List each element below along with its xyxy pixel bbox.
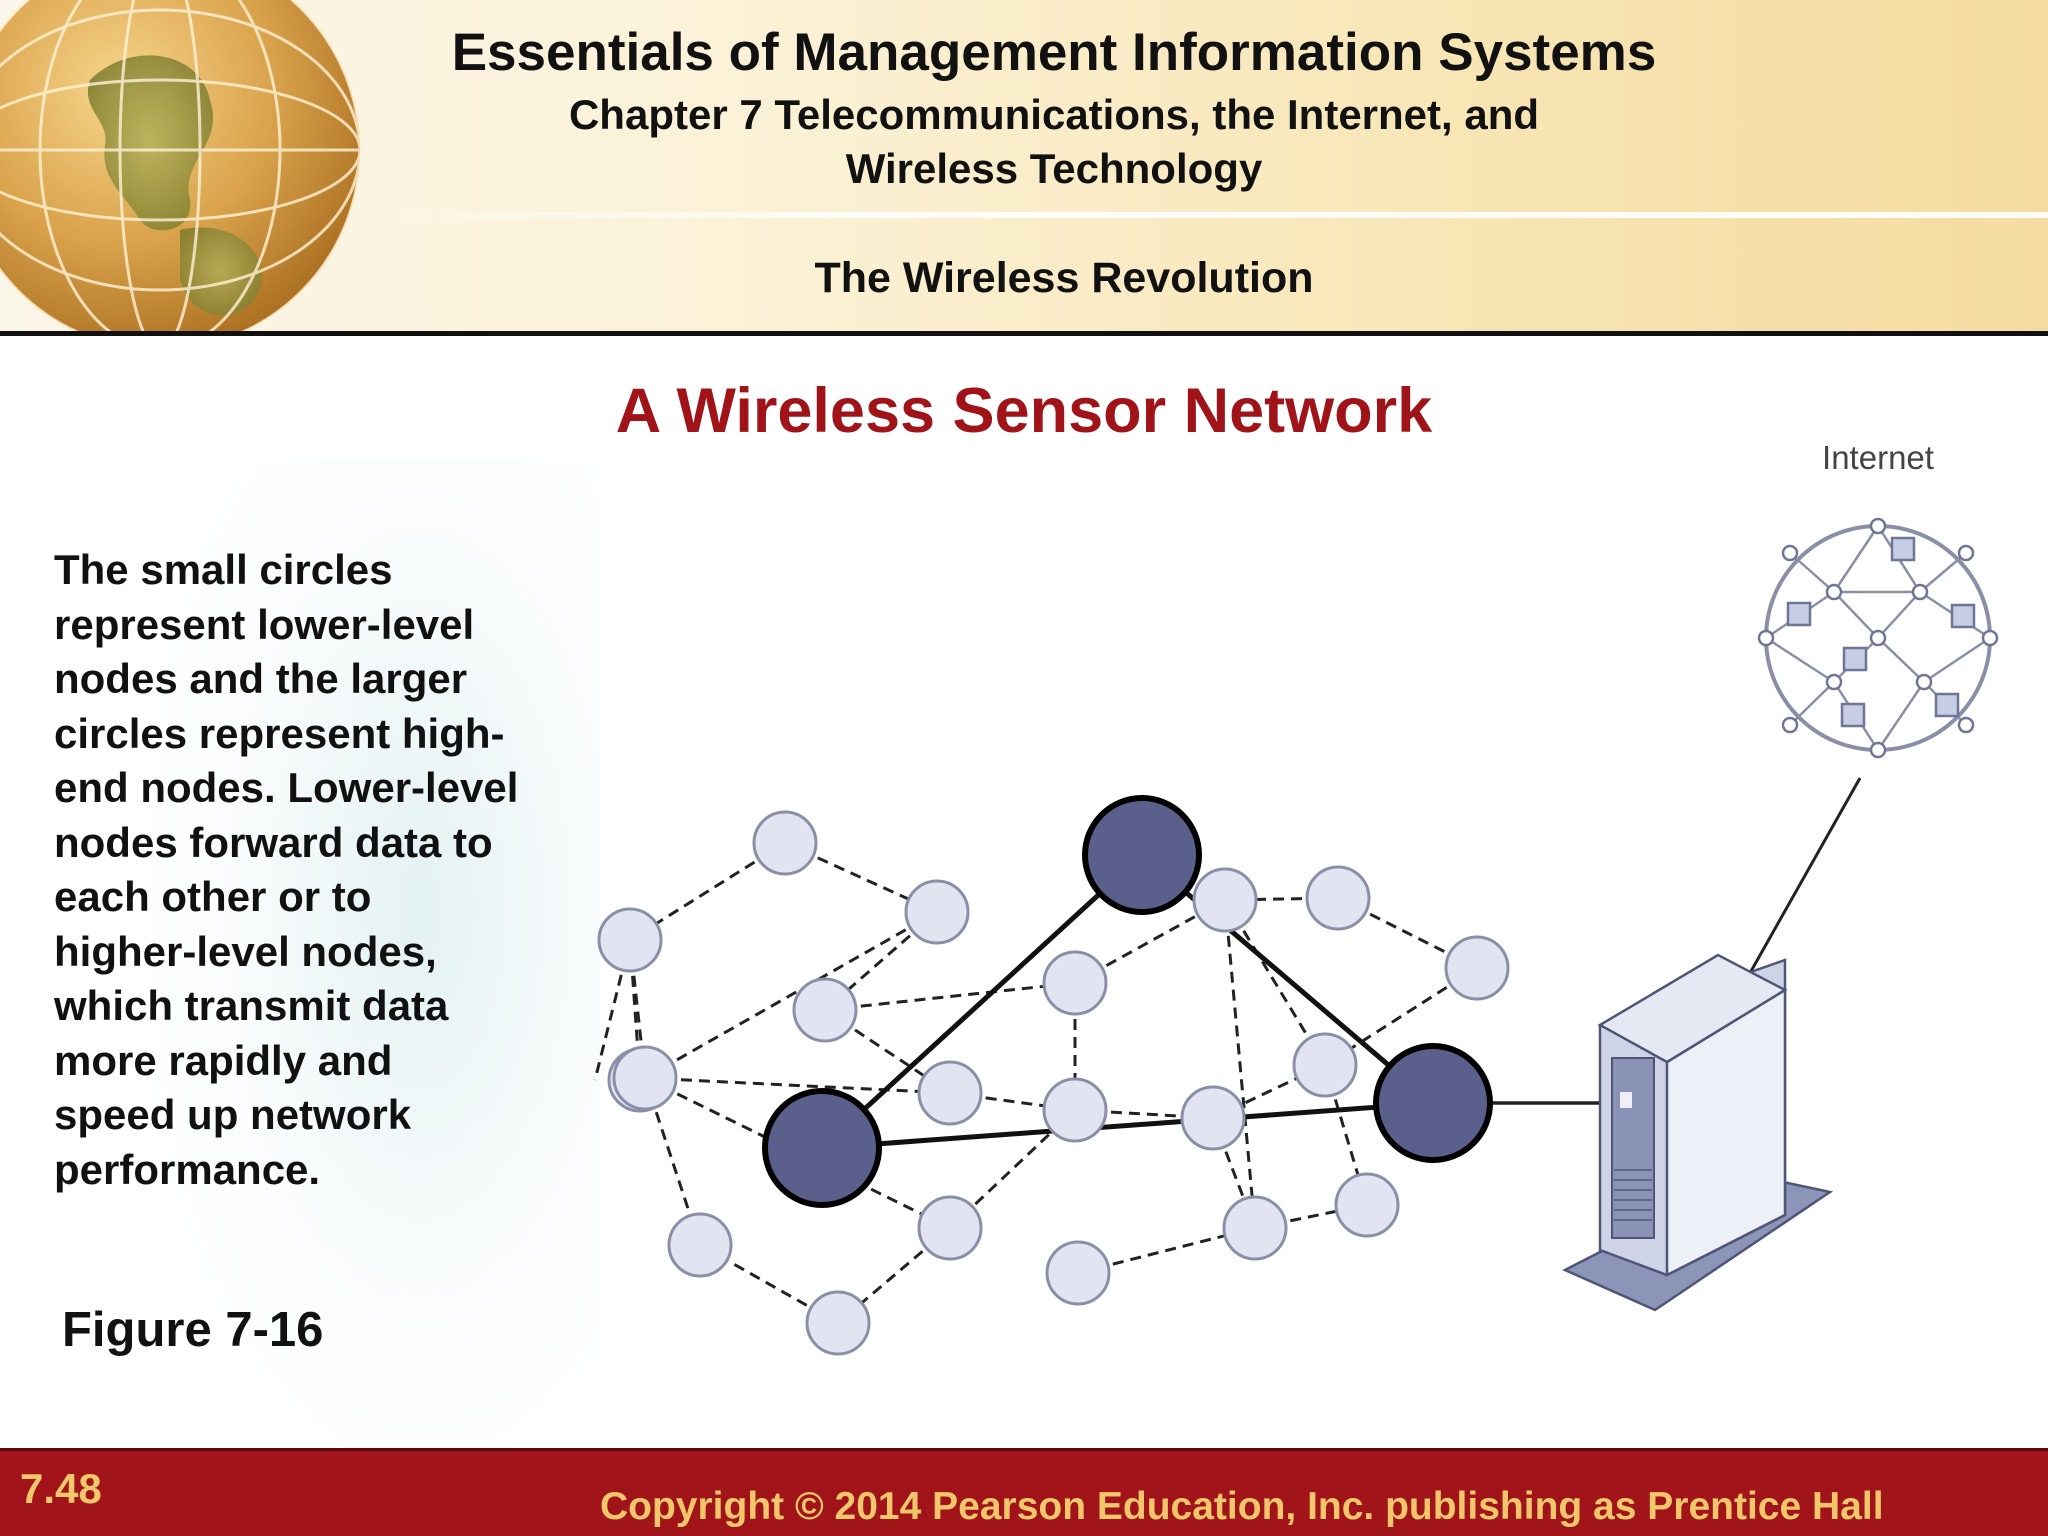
slide-header: Essentials of Management Information Sys… bbox=[0, 0, 2048, 336]
low-level-node bbox=[597, 907, 663, 973]
background-glow bbox=[150, 460, 600, 1460]
figure-label: Figure 7-16 bbox=[62, 1303, 324, 1357]
section-title: The Wireless Revolution bbox=[814, 254, 1314, 302]
chapter-title-line2: Wireless Technology bbox=[845, 145, 1263, 192]
low-level-node bbox=[1192, 867, 1258, 933]
high-end-node bbox=[762, 1088, 882, 1208]
dashed-link bbox=[1223, 899, 1327, 1066]
low-level-node bbox=[1180, 1085, 1246, 1151]
slide-title: A Wireless Sensor Network bbox=[615, 376, 1433, 446]
dashed-link bbox=[644, 910, 938, 1080]
low-level-node bbox=[1042, 950, 1108, 1016]
chapter-title-line1: Chapter 7 Telecommunications, the Intern… bbox=[568, 91, 1540, 138]
low-level-node bbox=[1042, 1077, 1108, 1143]
low-level-node bbox=[1334, 1172, 1400, 1238]
internet-label: Internet bbox=[1822, 439, 1934, 476]
low-level-node bbox=[917, 1060, 983, 1126]
low-level-node bbox=[1222, 1195, 1288, 1261]
low-level-node bbox=[1292, 1032, 1358, 1098]
server-icon bbox=[1490, 777, 1862, 1312]
low-level-node bbox=[667, 1212, 733, 1278]
high-end-link bbox=[821, 1100, 1434, 1151]
low-level-node bbox=[1305, 865, 1371, 931]
low-level-node bbox=[805, 1290, 871, 1356]
low-level-node bbox=[792, 977, 858, 1043]
high-end-node bbox=[1373, 1043, 1493, 1163]
low-level-node bbox=[612, 1045, 678, 1111]
header-divider bbox=[360, 212, 2048, 218]
copyright-notice: Copyright © 2014 Pearson Education, Inc.… bbox=[600, 1485, 1884, 1528]
slide-footer: 7.48 Copyright © 2014 Pearson Education,… bbox=[0, 1448, 2048, 1536]
low-level-node bbox=[1444, 935, 1510, 1001]
course-title: Essentials of Management Information Sys… bbox=[451, 23, 1657, 82]
low-level-node bbox=[904, 879, 970, 945]
dashed-link bbox=[644, 1076, 951, 1095]
sensor-network-diagram: Internet bbox=[593, 439, 1999, 1356]
page-number: 7.48 bbox=[20, 1465, 102, 1512]
globe-icon bbox=[0, 0, 362, 331]
high-end-link bbox=[820, 853, 1144, 1150]
dashed-link bbox=[1223, 899, 1257, 1229]
figure-caption: The small circles represent lower-level … bbox=[54, 546, 519, 1193]
low-level-node bbox=[917, 1195, 983, 1261]
dashed-link bbox=[824, 981, 1076, 1012]
high-end-node bbox=[1082, 795, 1202, 915]
chapter-title: Chapter 7 Telecommunications, the Intern… bbox=[30, 88, 2048, 196]
network-nodes bbox=[597, 795, 1510, 1356]
high-end-link bbox=[1140, 853, 1435, 1105]
low-level-node bbox=[1045, 1240, 1111, 1306]
low-level-node bbox=[752, 810, 818, 876]
high-end-links bbox=[820, 853, 1435, 1151]
internet-globe-icon: Internet bbox=[1757, 439, 1999, 759]
